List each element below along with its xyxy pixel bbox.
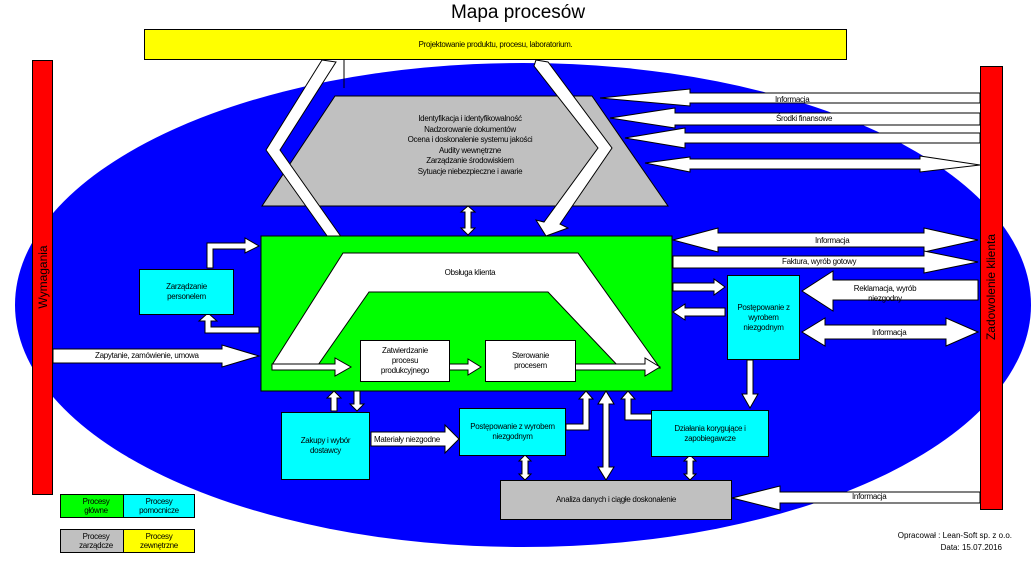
hr-to-main-arrow — [206, 237, 261, 269]
main-to-hr-arrow — [197, 312, 260, 334]
info-nc-arrow — [801, 317, 980, 347]
legend-management-label: Procesy zarządcze — [79, 532, 113, 550]
flow-arrow-to-approval — [271, 357, 353, 377]
analysis-label: Analiza danych i ciągłe doskonalenie — [556, 495, 676, 504]
legend-management-processes: Procesy zarządcze — [60, 529, 132, 553]
page-title: Mapa procesów — [450, 2, 586, 23]
finance-label: Środki finansowe — [776, 114, 833, 123]
info-bottom-label: Informacja — [852, 492, 887, 501]
flow-arrow-to-control — [448, 358, 482, 376]
invoice-label: Faktura, wyrób gotowy — [782, 257, 857, 266]
mgmt-item: Ocena i doskonalenie systemu jakości — [407, 135, 533, 144]
customer-satisfaction-label: Zadowolenie klienta — [984, 233, 998, 341]
purchasing-label: Zakupy i wybór dostawcy — [300, 436, 351, 455]
legend-main-processes: Procesy główne — [60, 494, 132, 518]
approval-process-label: Zatwierdzanie procesu produkcyjnego — [380, 346, 430, 375]
info-mid-label: Informacja — [815, 236, 850, 245]
mgmt-item: Zarządzanie środowiskiem — [426, 156, 514, 165]
requirements-label: Wymagania — [36, 245, 50, 309]
info-mid-arrow — [671, 227, 979, 253]
info-flow-3-arrow — [624, 127, 981, 149]
nonconforming-bottom-box[interactable]: Postępowanie z wyrobem niezgodnym — [459, 408, 566, 456]
mgmt-item: Audity wewnętrzne — [438, 145, 502, 155]
legend-main-label: Procesy główne — [82, 497, 110, 515]
finance-arrow — [609, 107, 981, 129]
hr-label: Zarządzanie personelem — [166, 282, 207, 301]
legend-support-processes: Procesy pomocnicze — [123, 494, 195, 518]
nc-bottom-to-main-arrow — [565, 390, 595, 431]
legend-external-label: Procesy zewnętrzne — [140, 532, 178, 550]
complaint-label: Reklamacja, wyrób niezgodny — [853, 284, 917, 303]
nc-to-main-arrow — [672, 303, 726, 321]
mgmt-item: Sytuacje niebezpieczne i awarie — [417, 166, 523, 176]
inquiry-label: Zapytanie, zamówienie, umowa — [95, 351, 199, 360]
inquiry-arrow — [52, 344, 261, 368]
nonconforming-right-box[interactable]: Postępowanie z wyrobem niezgodnym — [727, 275, 800, 360]
info-nc-label: Informacja — [872, 328, 907, 337]
invoice-arrow — [672, 250, 979, 274]
customer-service-label[interactable]: Obsługa klienta — [444, 268, 496, 277]
main-to-nc-arrow — [672, 278, 726, 296]
legend-external-processes: Procesy zewnętrzne — [123, 529, 195, 553]
requirements-boundary[interactable] — [32, 60, 53, 495]
mgmt-item: Identyfikacja i identyfikowalność — [418, 114, 522, 123]
main-to-purchasing-arrow — [348, 390, 366, 412]
legend-support-label: Procesy pomocnicze — [139, 497, 179, 515]
nonconforming-bottom-label: Postępowanie z wyrobem niezgodnym — [470, 422, 555, 441]
info-top-label: Informacja — [775, 95, 810, 104]
complaint-arrow — [801, 270, 979, 312]
process-control-label: Sterowanie procesem — [511, 351, 550, 370]
mgmt-main-double-arrow — [459, 205, 477, 236]
mgmt-item: Nadzorowanie dokumentów — [424, 124, 516, 134]
purchasing-to-main-arrow — [325, 390, 343, 412]
management-processes-list[interactable]: Identyfikacja i identyfikowalność Nadzor… — [340, 114, 600, 177]
external-process-label: Projektowanie produktu, procesu, laborat… — [418, 39, 573, 49]
purchasing-box[interactable]: Zakupy i wybór dostawcy — [281, 412, 370, 480]
approval-process-box[interactable]: Zatwierdzanie procesu produkcyjnego — [360, 340, 450, 382]
nonconforming-right-label: Postępowanie z wyrobem niezgodnym — [737, 302, 790, 332]
info-bottom-arrow — [731, 485, 981, 511]
flow-arrow-out — [574, 357, 661, 377]
hr-box[interactable]: Zarządzanie personelem — [139, 269, 234, 315]
external-process-box[interactable]: Projektowanie produktu, procesu, laborat… — [144, 29, 847, 60]
date-label: Data: 15.07.2016 — [940, 543, 1002, 552]
customer-satisfaction-boundary[interactable] — [980, 66, 1003, 510]
info-top-arrow — [599, 88, 981, 107]
nc-to-corrective-arrow — [741, 359, 759, 410]
materials-label: Materiały niezgodne — [374, 435, 440, 444]
corrective-actions-label: Działania korygujące i zapobiegawcze — [674, 423, 746, 443]
author-credit: Opracował : Lean-Soft sp. z o.o. — [897, 531, 1012, 540]
analysis-box[interactable]: Analiza danych i ciągłe doskonalenie — [500, 480, 732, 520]
corrective-actions-box[interactable]: Działania korygujące i zapobiegawcze — [651, 410, 769, 457]
corrective-to-main-arrow — [619, 390, 653, 421]
materials-arrow — [370, 423, 460, 455]
process-control-box[interactable]: Sterowanie procesem — [485, 340, 576, 382]
